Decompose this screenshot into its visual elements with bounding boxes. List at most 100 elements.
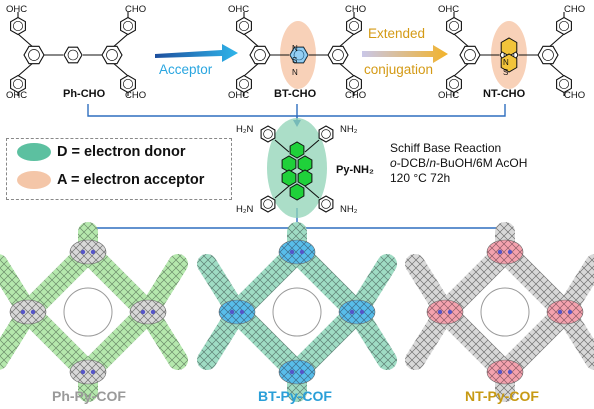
- bt-py-cof-node-1: [218, 299, 256, 325]
- ph-hub-left-aromatic: [28, 49, 40, 61]
- py-phenyl-2: [260, 195, 276, 213]
- bt-py-cof-node-3: [278, 359, 316, 385]
- bt-cho-tl: OHC: [228, 4, 250, 15]
- py-bond-br: [304, 185, 320, 199]
- bt-outer-phenyl-0: [236, 16, 252, 36]
- bt-py-cof-node-n2-1: [239, 309, 245, 315]
- ph-cho-label: Ph-CHO: [63, 88, 106, 100]
- pyrene-ring-1: [281, 155, 297, 173]
- nt-py-cof-node-n-2: [557, 309, 563, 315]
- nt-acceptor-core-top: [500, 37, 518, 57]
- nt-n-top: N: [503, 58, 509, 67]
- nt-outer-phenyl-1: [556, 16, 572, 36]
- legend: D = electron donor A = electron acceptor: [6, 138, 232, 200]
- nt-bond-br: [547, 61, 565, 77]
- py-phenyl-0-aromatic: [263, 129, 273, 139]
- bt-s: S: [292, 56, 298, 65]
- ph-py-cof-node-2: [129, 299, 167, 325]
- extended-conjugation-arrow: [362, 45, 448, 63]
- ph-py-cof-node-n-2: [140, 309, 146, 315]
- pyrene-ring-0: [289, 141, 305, 159]
- ph-py-cof-pore: [63, 287, 113, 337]
- ph-outer-phenyl-0: [10, 16, 26, 36]
- py-phenyl-2-aromatic: [263, 199, 273, 209]
- pyrene-ring-2: [297, 155, 313, 173]
- nt-py-cof-label: NT-Py-COF: [465, 388, 539, 404]
- bt-bond-tl: [243, 33, 261, 49]
- ph-py-cof-node-n-3: [80, 369, 86, 375]
- bt-cho-br: CHO: [345, 90, 367, 101]
- nt-py-cof-node-n2-2: [567, 309, 573, 315]
- nt-py-cof-node-n-0: [497, 249, 503, 255]
- ph-outer-phenyl-1-aromatic: [122, 20, 134, 32]
- nt-py-cof-node-3: [486, 359, 524, 385]
- ph-py-cof-node-n2-0: [90, 249, 96, 255]
- nt-cho-bl: OHC: [438, 90, 460, 101]
- ph-py-cof-node-n2-2: [150, 309, 156, 315]
- nt-py-cof-node-n-3: [497, 369, 503, 375]
- bt-py-cof-node-n-0: [289, 249, 295, 255]
- nt-py-cof-node-n2-3: [507, 369, 513, 375]
- bt-hub-left: [249, 45, 271, 65]
- bt-py-cof-node-n2-0: [299, 249, 305, 255]
- bt-hub-right: [327, 45, 349, 65]
- py-phenyl-1: [318, 125, 334, 143]
- bt-cho-tr: CHO: [345, 4, 367, 15]
- nt-cho-label: NT-CHO: [483, 88, 526, 100]
- bt-py-cof-node-0: [278, 239, 316, 265]
- py-bond-tl: [274, 139, 290, 153]
- pyrene-ring-3: [281, 169, 297, 187]
- bt-bond-bl: [243, 61, 261, 77]
- bt-n-bottom: N: [292, 68, 298, 77]
- py-nh2-br: NH₂: [340, 204, 358, 215]
- acceptor-label: A = electron acceptor: [57, 172, 205, 188]
- bt-outer-phenyl-0-aromatic: [238, 20, 250, 32]
- nt-cho-tr: CHO: [564, 4, 586, 15]
- py-nh2-label: Py-NH₂: [336, 164, 374, 176]
- ph-bond-bl: [17, 61, 35, 77]
- pyrene-ring-5: [289, 183, 305, 201]
- bt-py-cof: [197, 222, 397, 402]
- nt-hub-right: [537, 45, 559, 65]
- pyrene-ring-4: [297, 169, 313, 187]
- donor-swatch: [17, 143, 51, 161]
- ph-hub-right-aromatic: [106, 49, 118, 61]
- nt-outer-phenyl-3-aromatic: [558, 78, 570, 90]
- bt-outer-phenyl-1: [346, 16, 362, 36]
- bt-outer-phenyl-2-aromatic: [238, 78, 250, 90]
- nt-bond-tl: [453, 33, 471, 49]
- nt-cho-tl: OHC: [438, 4, 460, 15]
- bt-acceptor-core: [290, 47, 308, 63]
- nt-molecule: [446, 12, 572, 96]
- ph-outer-phenyl-3-aromatic: [122, 78, 134, 90]
- ph-py-cof: [0, 222, 188, 402]
- nt-outer-phenyl-2: [446, 74, 462, 94]
- bt-py-cof-node-2: [338, 299, 376, 325]
- nt-bond-tr: [547, 33, 565, 49]
- nt-cho-br: CHO: [564, 90, 586, 101]
- nt-hub-left-aromatic: [464, 49, 476, 61]
- nt-hub-right-aromatic: [542, 49, 554, 61]
- condition-temperature-time: 120 °C 72h: [390, 171, 451, 185]
- legend-acceptor: A = electron acceptor: [17, 171, 204, 189]
- nt-py-cof-node-2: [546, 299, 584, 325]
- ph-py-cof-node-n2-3: [90, 369, 96, 375]
- ph-bond-tl: [17, 33, 35, 49]
- ph-outer-phenyl-2: [10, 74, 26, 94]
- py-bond-tr: [304, 139, 320, 153]
- nt-py-cof: [405, 222, 594, 402]
- ph-py-cof-node-n-0: [80, 249, 86, 255]
- ph-cho-br: CHO: [125, 90, 147, 101]
- nt-py-cof-node-n-1: [437, 309, 443, 315]
- ph-bond-tr: [111, 33, 129, 49]
- py-nh2-bl: H₂N: [236, 204, 254, 215]
- nt-outer-phenyl-0: [446, 16, 462, 36]
- cof-frameworks: [0, 222, 594, 402]
- py-phenyl-0: [260, 125, 276, 143]
- ph-molecule: [10, 12, 136, 96]
- nt-outer-phenyl-0-aromatic: [448, 20, 460, 32]
- bt-outer-phenyl-1-aromatic: [348, 20, 360, 32]
- ph-cho-tl: OHC: [6, 4, 28, 15]
- nt-py-cof-node-n2-1: [447, 309, 453, 315]
